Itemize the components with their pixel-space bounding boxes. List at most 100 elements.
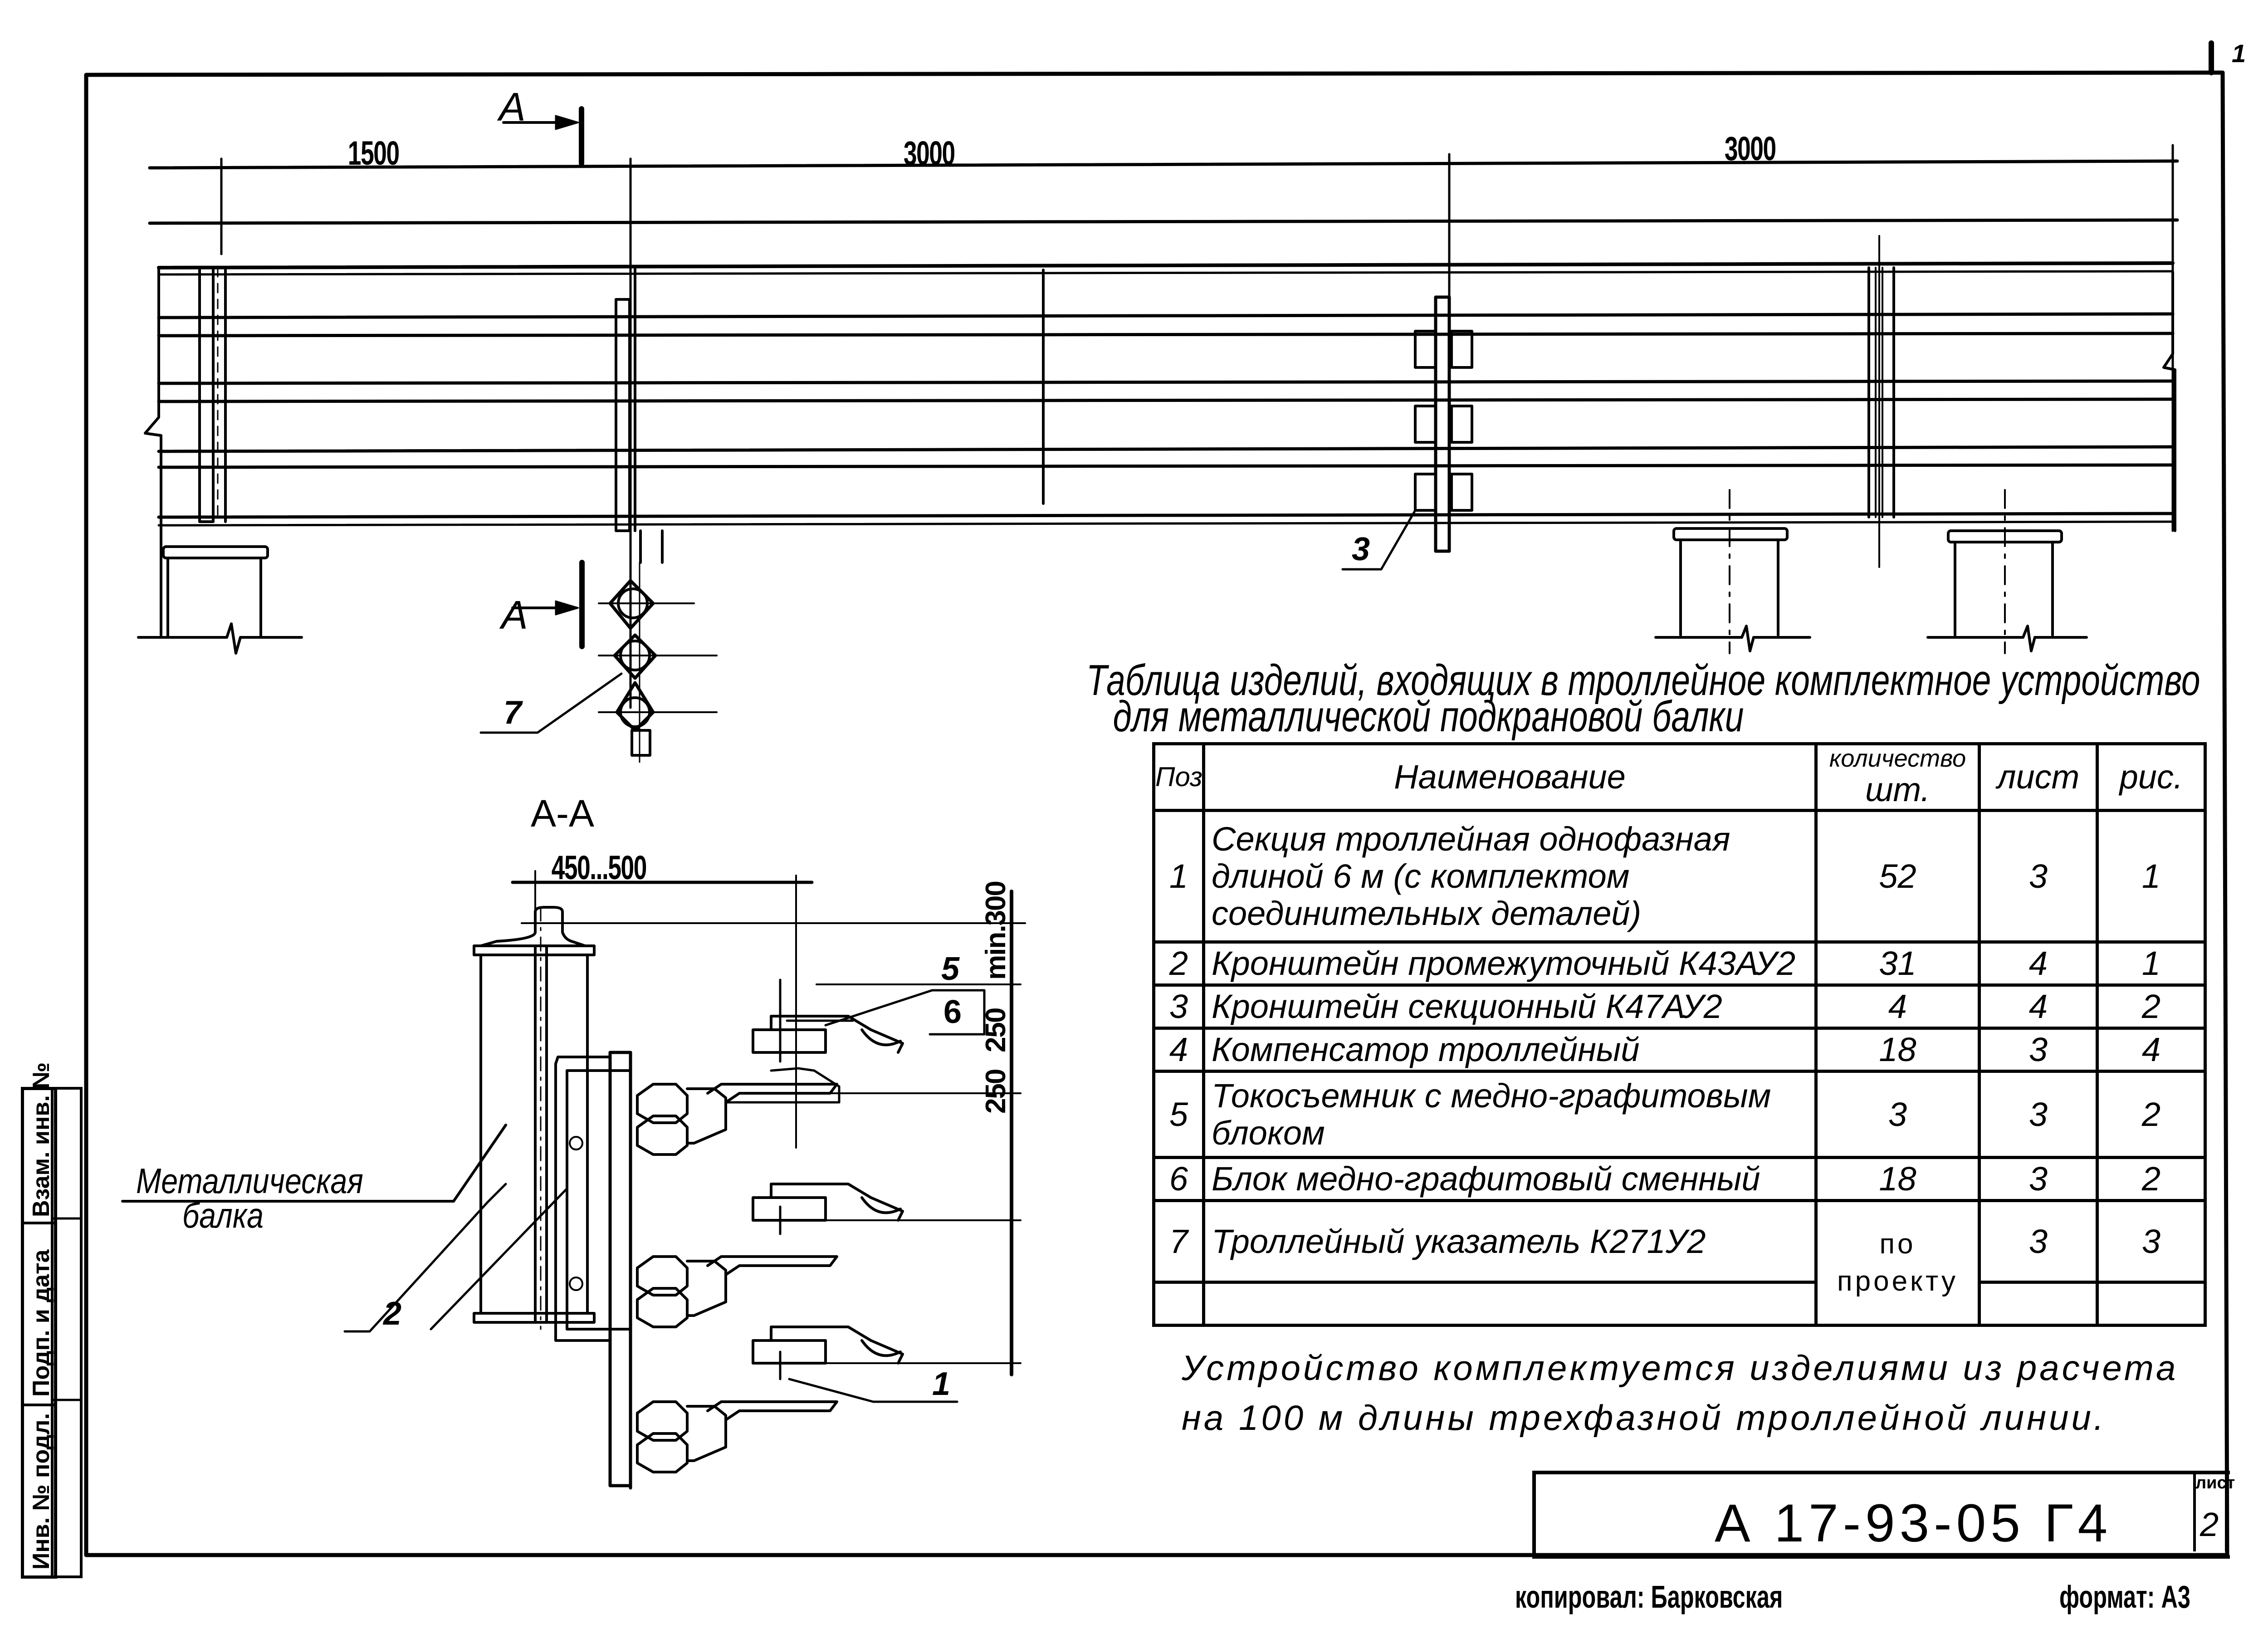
empty-cell xyxy=(2096,1281,2207,1327)
row-sheet: 4 xyxy=(1978,983,2099,1030)
spec-table-title-line2: для металлической подкрановой балки xyxy=(1113,692,1744,741)
section-a-a-view xyxy=(121,870,1026,1490)
row-name: Блок медно-графитовый сменный xyxy=(1202,1156,1818,1202)
row-sheet: 4 xyxy=(1978,940,2099,987)
table-row: 4 Компенсатор троллейный 18 3 4 xyxy=(1152,1027,2207,1073)
row-sheet: 3 xyxy=(1978,1070,2099,1159)
table-note-line1: Устройство комплектуется изделиями из ра… xyxy=(1182,1348,2179,1388)
row-sheet: 3 xyxy=(1978,1027,2099,1073)
callout-1: 1 xyxy=(932,1366,951,1402)
stamp-cell-replacement: Взам. инв. № xyxy=(24,1062,54,1224)
row-qty: 52 xyxy=(1814,809,1981,944)
paper-format: формат: А3 xyxy=(2059,1579,2190,1614)
header-fig: рис. xyxy=(2096,742,2207,812)
empty-cell xyxy=(1152,1281,1205,1327)
margin-stamp: Взам. инв. № Подп. и дата Инв. № подл. xyxy=(21,1062,57,1579)
sheet-number-box xyxy=(2193,1471,2229,1551)
row-fig: 1 xyxy=(2096,940,2207,987)
stamp-cell-original: Инв. № подл. xyxy=(24,1406,54,1574)
empty-cell xyxy=(1978,1281,2099,1327)
table-row: 1 Секция троллейная однофазная длиной 6 … xyxy=(1152,809,2207,944)
row-sheet: 3 xyxy=(1978,809,2099,944)
sheet-number: 2 xyxy=(2200,1506,2219,1543)
spec-table-title: Таблица изделий, входящих в троллейное к… xyxy=(1086,656,2200,741)
table-note: Устройство комплектуется изделиями из ра… xyxy=(1182,1343,2178,1443)
trolley-indicator xyxy=(598,562,718,763)
row-qty: 3 xyxy=(1814,1070,1981,1159)
beam-label-line1: Металлическая xyxy=(136,1161,363,1201)
spec-table-header: Поз Наименование количество шт. лист рис… xyxy=(1152,742,2207,812)
row-fig: 1 xyxy=(2096,809,2207,944)
title-block xyxy=(1532,1471,2230,1559)
table-row: 6 Блок медно-графитовый сменный 18 3 2 xyxy=(1152,1156,2207,1202)
header-qty-line2: шт. xyxy=(1865,771,1930,808)
dimension-3000-first: 3000 xyxy=(903,134,955,172)
row-name: Троллейный указатель К271У2 xyxy=(1202,1199,1818,1284)
table-row: 3 Кронштейн секционный К47АУ2 4 4 2 xyxy=(1152,983,2207,1030)
phase-holder-1 xyxy=(636,978,904,1156)
spec-table: Поз Наименование количество шт. лист рис… xyxy=(1152,742,2207,1327)
table-note-line2: на 100 м длины трехфазной троллейной лин… xyxy=(1182,1398,2107,1438)
row-name: Токосъемник с медно-графитовым блоком xyxy=(1202,1070,1818,1159)
copied-by: копировал: Барковская xyxy=(1515,1579,1783,1614)
section-mark-a-bottom: A xyxy=(501,592,528,637)
table-row-empty xyxy=(1152,1281,2207,1327)
dimension-1500: 1500 xyxy=(347,134,400,172)
stamp-cell-signature: Подп. и дата xyxy=(24,1224,54,1406)
row-pos: 1 xyxy=(1152,809,1205,944)
table-row: 7 Троллейный указатель К271У2 по проекту… xyxy=(1152,1199,2207,1327)
row-fig: 3 xyxy=(2096,1199,2207,1284)
beam-label: Металлическая балка xyxy=(136,1161,363,1235)
header-qty-line1: количество xyxy=(1829,745,1966,772)
sheet-label: лист xyxy=(2195,1473,2235,1492)
phase-holder-3 xyxy=(636,1326,904,1473)
sheet-corner-mark: 1 xyxy=(2232,39,2246,68)
row-fig: 4 xyxy=(2096,1027,2207,1073)
dimension-250-first: 250 xyxy=(980,1008,1012,1052)
empty-cell xyxy=(1202,1281,1818,1327)
row-fig: 2 xyxy=(2096,1156,2207,1202)
row-fig: 2 xyxy=(2096,1070,2207,1159)
callout-5: 5 xyxy=(941,951,960,987)
row-name: Секция троллейная однофазная длиной 6 м … xyxy=(1202,809,1818,944)
stamp-side-column xyxy=(51,1087,83,1578)
section-a-a-title: А-А xyxy=(531,792,595,835)
row-pos: 3 xyxy=(1152,983,1205,1030)
row-qty: 31 xyxy=(1814,940,1981,987)
row-pos: 6 xyxy=(1152,1156,1205,1202)
elevation-view xyxy=(137,106,2179,763)
header-sheet: лист xyxy=(1978,742,2099,812)
header-pos: Поз xyxy=(1152,742,1205,812)
dimension-line-top xyxy=(148,159,2179,170)
callout-7: 7 xyxy=(503,695,522,731)
dimension-450-500: 450...500 xyxy=(551,849,647,886)
spec-table-title-line1: Таблица изделий, входящих в троллейное к… xyxy=(1086,656,2200,704)
row-sheet: 3 xyxy=(1978,1199,2099,1284)
row-pos: 5 xyxy=(1152,1070,1205,1159)
phase-holder-2 xyxy=(636,1183,904,1328)
dimension-min300: min.300 xyxy=(980,881,1012,980)
row-name: Кронштейн секционный К47АУ2 xyxy=(1202,983,1818,1030)
dimension-250-second: 250 xyxy=(980,1069,1012,1114)
row-sheet: 3 xyxy=(1978,1156,2099,1202)
row-pos: 4 xyxy=(1152,1027,1205,1073)
row-name: Кронштейн промежуточный К43АУ2 xyxy=(1202,940,1818,987)
callout-3: 3 xyxy=(1352,531,1370,567)
row-qty: по проекту xyxy=(1814,1199,1981,1327)
document-code: А 17-93-05 Г4 xyxy=(1715,1493,2112,1553)
section-mark-a-top: A xyxy=(499,84,526,129)
row-fig: 2 xyxy=(2096,983,2207,1030)
callout-2: 2 xyxy=(383,1296,402,1332)
row-pos: 7 xyxy=(1152,1199,1205,1284)
header-name: Наименование xyxy=(1202,742,1818,812)
row-qty: 4 xyxy=(1814,983,1981,1030)
dimension-3000-second: 3000 xyxy=(1724,130,1776,167)
table-row: 5 Токосъемник с медно-графитовым блоком … xyxy=(1152,1070,2207,1159)
row-name: Компенсатор троллейный xyxy=(1202,1027,1818,1073)
header-qty: количество шт. xyxy=(1814,742,1981,812)
row-qty: 18 xyxy=(1814,1156,1981,1202)
row-qty: 18 xyxy=(1814,1027,1981,1073)
beam-label-line2: балка xyxy=(182,1195,264,1235)
callout-6: 6 xyxy=(943,994,962,1030)
